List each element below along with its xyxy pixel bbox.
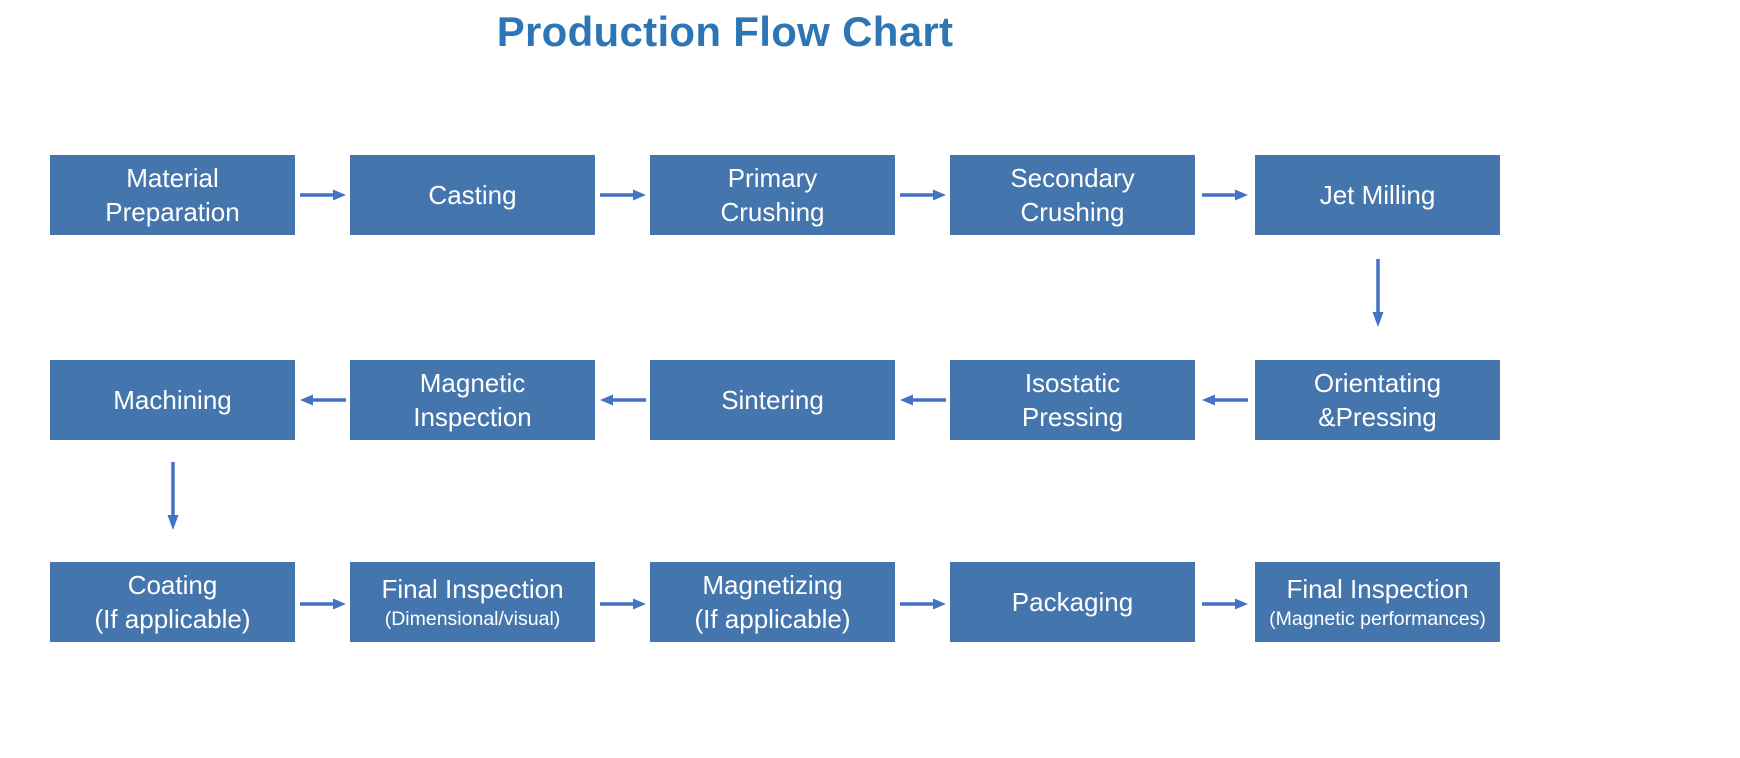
node-label-line1: Material bbox=[126, 163, 219, 193]
node-label-line2: Crushing bbox=[720, 197, 825, 227]
node-label-line1: Jet Milling bbox=[1319, 180, 1436, 210]
node-label-line2: &Pressing bbox=[1318, 402, 1437, 432]
node-jet-milling: Jet Milling bbox=[1255, 155, 1500, 235]
node-label-line1: Final Inspection bbox=[1286, 574, 1469, 604]
arrow-right-icon bbox=[299, 596, 347, 612]
node-coating: Coating (If applicable) bbox=[50, 562, 295, 642]
node-label-line2: (If applicable) bbox=[94, 604, 251, 634]
arrow-right-icon bbox=[299, 187, 347, 203]
arrow-left-icon bbox=[599, 392, 647, 408]
arrow-right-icon bbox=[899, 187, 947, 203]
node-label-line2: (If applicable) bbox=[694, 604, 851, 634]
arrow-right-icon bbox=[1201, 187, 1249, 203]
arrow-left-icon bbox=[899, 392, 947, 408]
node-label-line2: (Magnetic performances) bbox=[1269, 608, 1486, 630]
arrow-down-icon bbox=[165, 461, 181, 531]
node-label-line2: Pressing bbox=[1021, 402, 1124, 432]
arrow-right-icon bbox=[899, 596, 947, 612]
node-label-line2: (Dimensional/visual) bbox=[384, 608, 561, 630]
node-casting: Casting bbox=[350, 155, 595, 235]
node-label-line1: Sintering bbox=[721, 385, 824, 415]
node-label-line2: Inspection bbox=[413, 402, 532, 432]
node-sintering: Sintering bbox=[650, 360, 895, 440]
node-isostatic-pressing: Isostatic Pressing bbox=[950, 360, 1195, 440]
node-label-line2: Preparation bbox=[105, 197, 240, 227]
arrow-right-icon bbox=[599, 596, 647, 612]
node-primary-crushing: Primary Crushing bbox=[650, 155, 895, 235]
node-label-line1: Machining bbox=[113, 385, 232, 415]
node-label-line1: Casting bbox=[428, 180, 517, 210]
arrow-left-icon bbox=[1201, 392, 1249, 408]
page-title: Production Flow Chart bbox=[496, 8, 954, 55]
node-label-line1: Coating bbox=[127, 570, 218, 600]
node-label-line1: Orientating bbox=[1313, 368, 1442, 398]
node-label-line2: Crushing bbox=[1020, 197, 1125, 227]
node-label-line1: Magnetizing bbox=[702, 570, 843, 600]
node-orientating-pressing: Orientating &Pressing bbox=[1255, 360, 1500, 440]
node-label-line1: Packaging bbox=[1011, 587, 1134, 617]
node-magnetic-inspection: Magnetic Inspection bbox=[350, 360, 595, 440]
node-label-line1: Final Inspection bbox=[381, 574, 564, 604]
node-label-line1: Secondary bbox=[1010, 163, 1135, 193]
node-packaging: Packaging bbox=[950, 562, 1195, 642]
node-final-inspection-magnetic: Final Inspection (Magnetic performances) bbox=[1255, 562, 1500, 642]
node-label-line1: Magnetic bbox=[419, 368, 526, 398]
node-magnetizing: Magnetizing (If applicable) bbox=[650, 562, 895, 642]
node-final-inspection-dimensional: Final Inspection (Dimensional/visual) bbox=[350, 562, 595, 642]
node-material-preparation: Material Preparation bbox=[50, 155, 295, 235]
arrow-down-icon bbox=[1370, 258, 1386, 328]
arrow-right-icon bbox=[1201, 596, 1249, 612]
node-secondary-crushing: Secondary Crushing bbox=[950, 155, 1195, 235]
arrow-right-icon bbox=[599, 187, 647, 203]
arrow-left-icon bbox=[299, 392, 347, 408]
node-machining: Machining bbox=[50, 360, 295, 440]
node-label-line1: Isostatic bbox=[1024, 368, 1121, 398]
node-label-line1: Primary bbox=[727, 163, 818, 193]
